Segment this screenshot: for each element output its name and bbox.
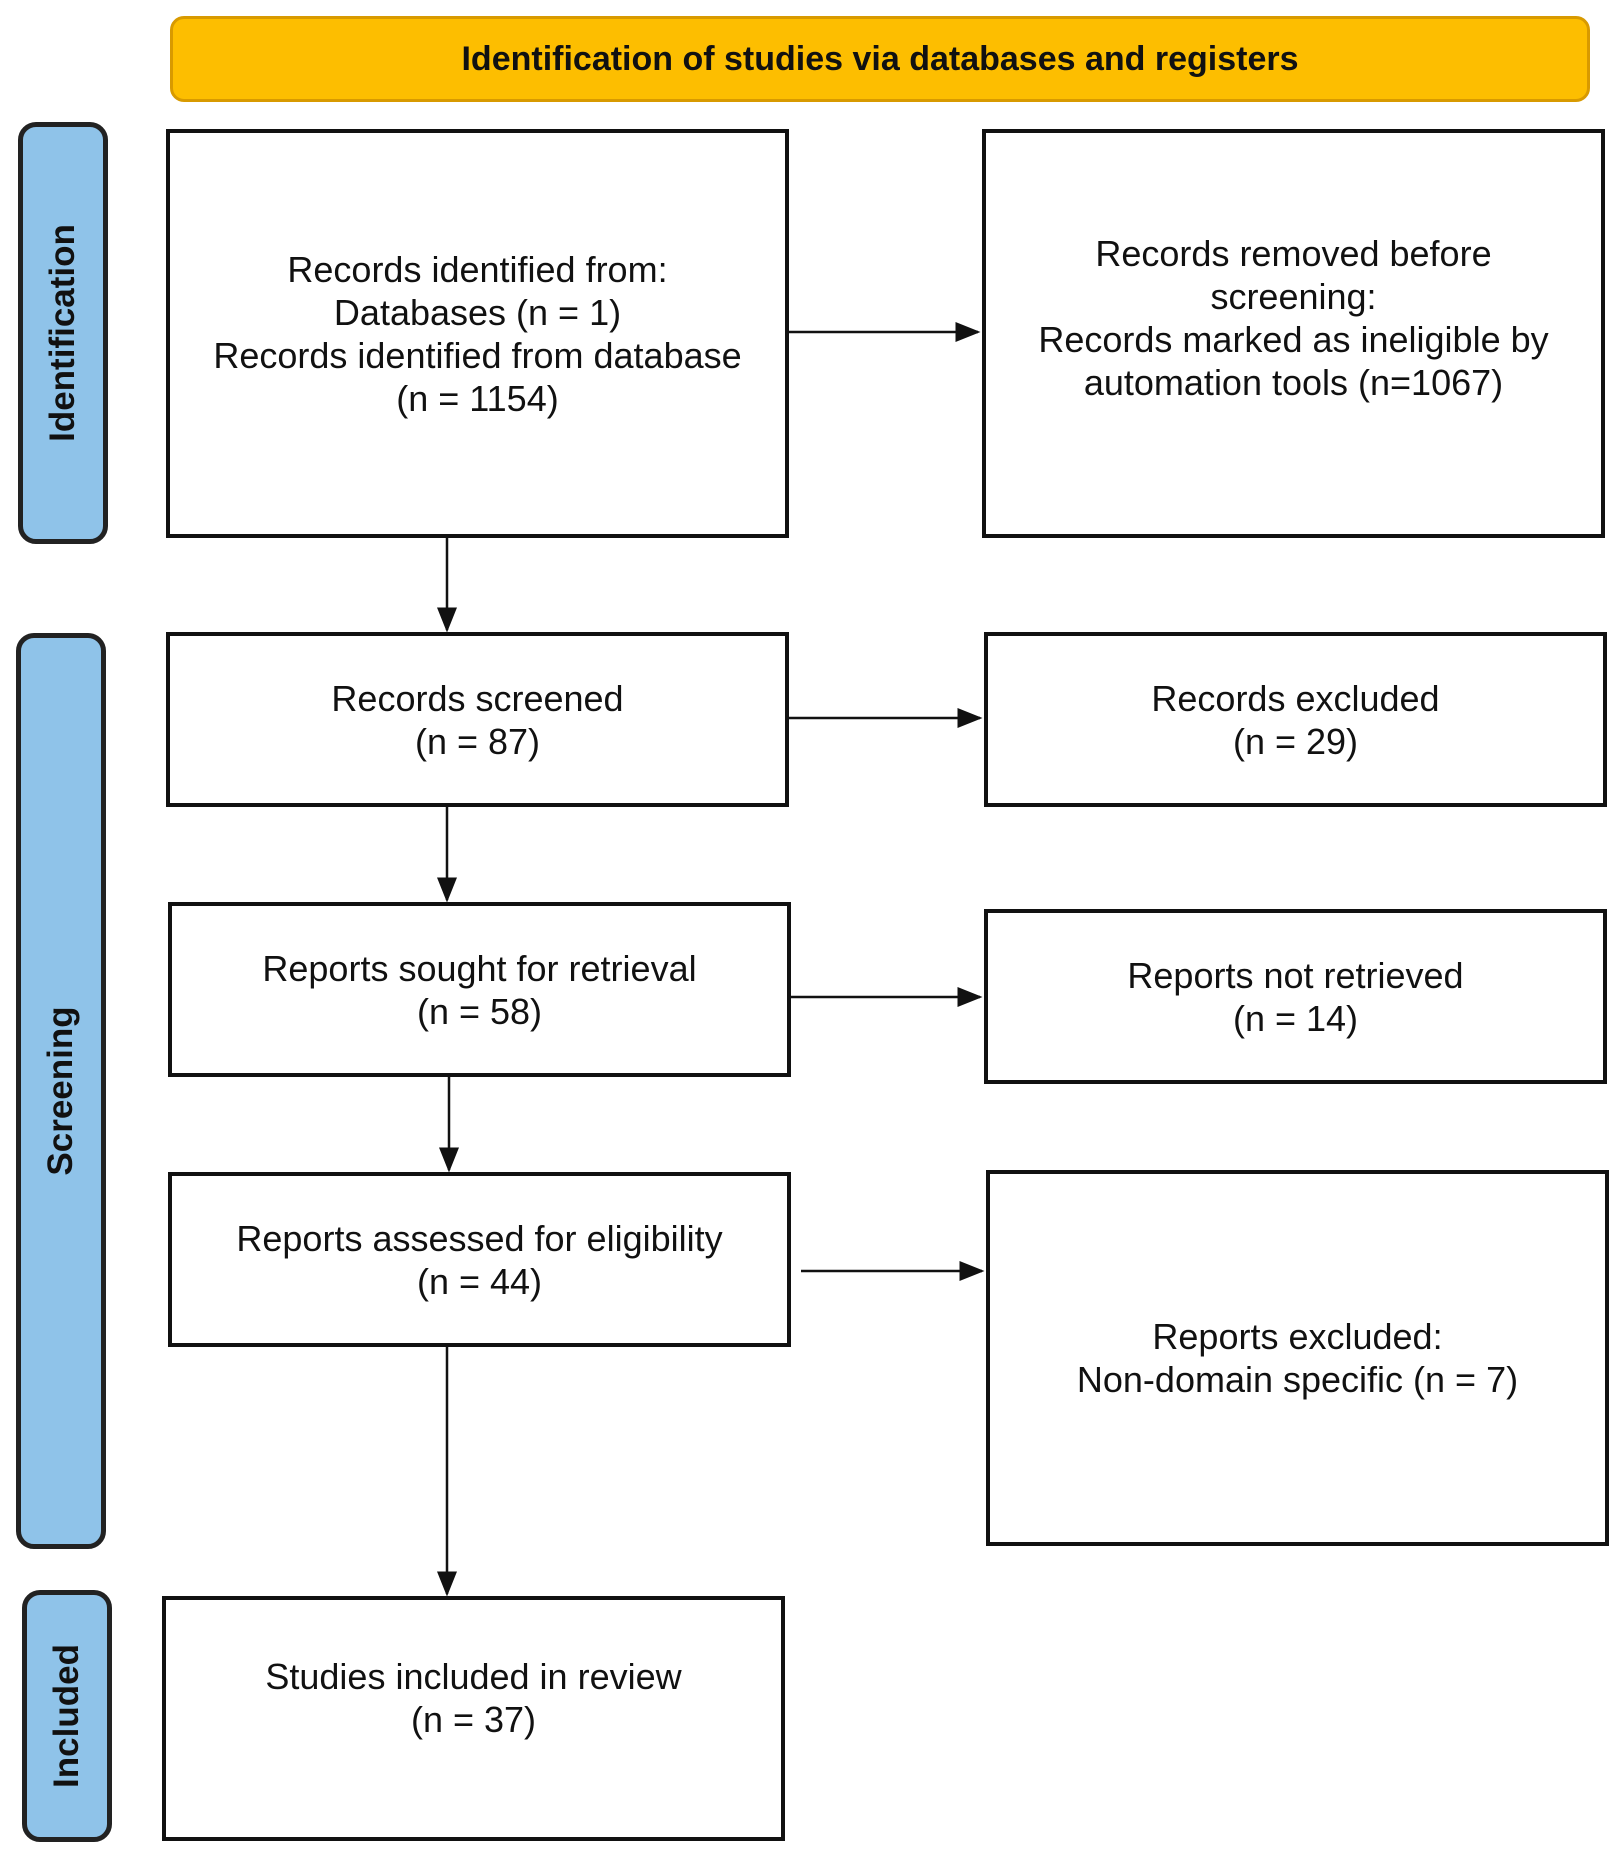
- records-identified-line-1: Records identified from:: [287, 248, 668, 290]
- records-identified-line-2: Databases (n = 1): [333, 291, 622, 333]
- reports-sought-box: Reports sought for retrieval (n = 58): [168, 902, 791, 1077]
- reports-excluded-box: Reports excluded: Non-domain specific (n…: [986, 1170, 1609, 1546]
- reports-excluded-line-1: Reports excluded:: [1152, 1316, 1443, 1357]
- records-identified-line-3: Records identified from database: [213, 334, 742, 376]
- reports-assessed-line-2: (n = 44): [416, 1260, 543, 1302]
- records-screened-box: Records screened (n = 87): [166, 632, 789, 807]
- records-removed-line-3: Records marked as ineligible by: [1038, 319, 1549, 360]
- reports-not-retrieved-box: Reports not retrieved (n = 14): [984, 909, 1607, 1084]
- records-screened-line-1: Records screened: [331, 677, 624, 719]
- phase-identification: Identification: [18, 122, 108, 544]
- records-excluded-line-1: Records excluded: [1151, 677, 1440, 719]
- records-removed-line-2: screening:: [1210, 276, 1377, 317]
- studies-included-line-1: Studies included in review: [265, 1656, 682, 1697]
- phase-included: Included: [22, 1590, 112, 1842]
- records-removed-line-4: automation tools (n=1067): [1083, 362, 1504, 403]
- reports-assessed-line-1: Reports assessed for eligibility: [236, 1217, 723, 1259]
- reports-assessed-box: Reports assessed for eligibility (n = 44…: [168, 1172, 791, 1347]
- studies-included-box: Studies included in review (n = 37): [162, 1596, 785, 1841]
- reports-not-retrieved-line-2: (n = 14): [1232, 997, 1359, 1039]
- header-title: Identification of studies via databases …: [461, 39, 1299, 78]
- phase-screening: Screening: [16, 633, 106, 1549]
- records-screened-line-2: (n = 87): [414, 720, 541, 762]
- reports-excluded-line-2: Non-domain specific (n = 7): [1076, 1359, 1519, 1400]
- records-excluded-box: Records excluded (n = 29): [984, 632, 1607, 807]
- records-identified-line-4: (n = 1154): [396, 377, 559, 419]
- records-identified-box: Records identified from: Databases (n = …: [166, 129, 789, 538]
- reports-not-retrieved-line-1: Reports not retrieved: [1127, 954, 1464, 996]
- studies-included-line-2: (n = 37): [410, 1699, 537, 1740]
- records-excluded-line-2: (n = 29): [1232, 720, 1359, 762]
- identification-header: Identification of studies via databases …: [170, 16, 1590, 102]
- records-removed-line-1: Records removed before: [1095, 233, 1492, 274]
- records-removed-box: Records removed before screening: Record…: [982, 129, 1605, 538]
- reports-sought-line-1: Reports sought for retrieval: [262, 947, 697, 989]
- reports-sought-line-2: (n = 58): [416, 990, 543, 1032]
